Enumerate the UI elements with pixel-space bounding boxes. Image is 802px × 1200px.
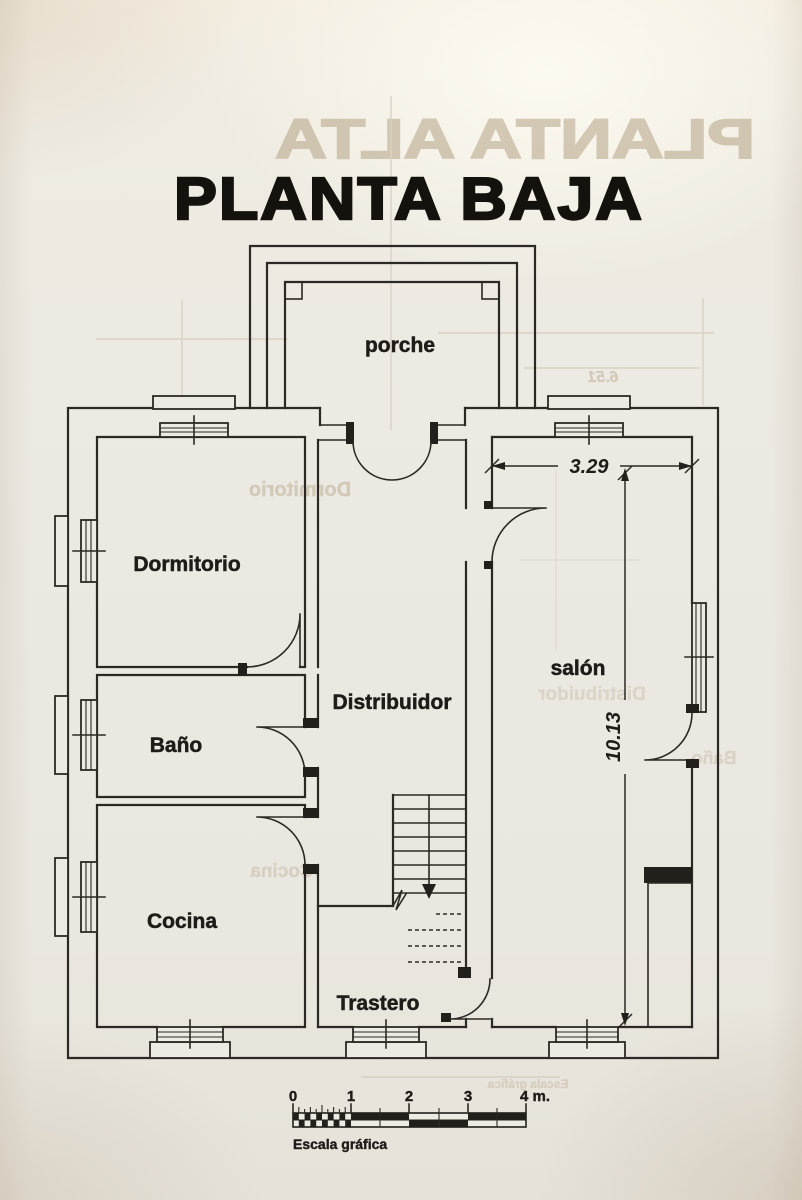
room-label-distribuidor: Distribuidor [333,691,452,714]
window-sill [54,515,69,587]
ghost-room-cocina: Cocina [250,861,314,882]
window-sill [54,857,69,937]
dimension-annotations: 3.29 10.13 [484,456,700,1029]
room-label-bano: Baño [150,734,203,757]
scale-tick-2: 2 [405,1088,413,1105]
windows [54,395,714,1059]
staircase [316,793,467,963]
entrance-double-door-swing [352,440,432,481]
scale-caption: Escala gráfica [293,1136,387,1152]
room-label-dormitorio: Dormitorio [133,553,240,576]
dormitorio-door-swing [246,613,301,668]
salon-exterior-door-swing [644,712,693,761]
door-jamb [686,759,699,768]
porch-pillar-right [481,281,500,300]
window-sill [54,695,69,775]
door-jamb [303,767,319,777]
door-jamb [303,864,319,874]
room-label-salon: salón [551,657,606,680]
room-label-trastero: Trastero [337,992,420,1015]
room-label-porche: porche [365,334,435,357]
door-jamb [441,1013,451,1022]
porch-pillar-left [284,281,303,300]
fireplace-flue [647,882,693,1028]
walls [66,244,720,1060]
scale-bar: 0 1 2 3 4 m. Escala gráfica [289,1088,551,1152]
window-sill [547,395,631,410]
stair-break-line [391,889,408,911]
scale-tick-4: 4 m. [520,1088,550,1105]
ghost-dimension-651: 6.51 [587,369,618,386]
scale-tick-0: 0 [289,1088,297,1105]
stair-hidden-treads [408,913,464,963]
ghost-title: PLANTA ALTA [275,107,755,170]
ghost-room-distribuidor: Distribuidor [538,684,646,705]
door-jamb [458,967,471,978]
bleedthrough-layer: PLANTA ALTA Dormitorio Baño Cocina Distr… [96,106,756,1091]
scale-tick-1: 1 [347,1088,355,1105]
salon-door-swing [491,507,547,563]
room-label-cocina: Cocina [147,910,217,933]
door-jamb [484,501,493,509]
door-jamb [303,718,319,728]
ghost-escala-grafica: Escala gráfica [487,1077,568,1091]
stair-direction-arrow [422,884,436,899]
page-title: PLANTA BAJA [174,166,644,232]
doors [238,422,699,1022]
window-sill [152,395,236,410]
dimension-label-width: 3.29 [570,456,610,478]
trastero-door-swing [449,978,491,1020]
dormitorio-walls [95,435,307,669]
door-jamb [484,561,493,569]
ghost-room-dormitorio: Dormitorio [249,479,351,501]
door-jamb [303,808,319,818]
door-jamb [346,422,354,444]
door-jamb [430,422,438,444]
door-jamb [238,663,247,676]
fireplace-block [644,867,692,883]
bano-door-swing [256,726,306,776]
cocina-door-swing [256,816,306,866]
room-labels: porche Dormitorio Baño Cocina Distribuid… [133,334,606,1016]
door-jamb [686,704,699,713]
ghost-room-bano: Baño [691,748,736,768]
scale-tick-3: 3 [464,1088,472,1105]
dimension-label-depth: 10.13 [603,712,625,762]
